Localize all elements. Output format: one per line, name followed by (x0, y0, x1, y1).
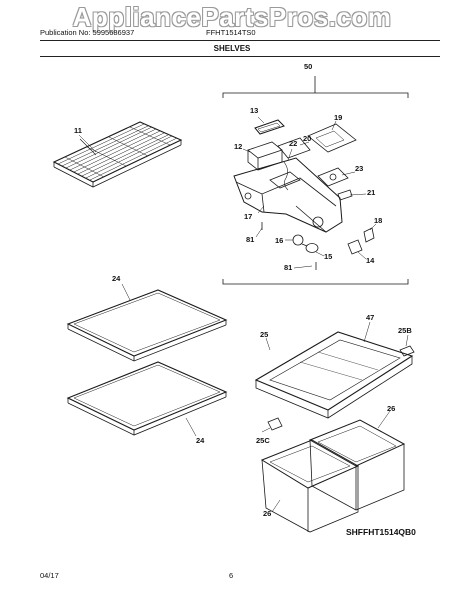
header-rule (40, 40, 440, 41)
callout-81-lower: 81 (284, 263, 293, 272)
callout-50: 50 (304, 62, 313, 71)
callout-19: 19 (334, 113, 343, 122)
callout-21: 21 (367, 188, 376, 197)
wire-shelf-11 (52, 121, 183, 188)
crisper-cover-25 (254, 331, 415, 431)
site-watermark: AppliancePartsPros.com (72, 2, 392, 32)
callout-13: 13 (250, 106, 259, 115)
model-number: FFHT1514TS0 (206, 28, 256, 37)
diagram-code: SHFFHT1514QB0 (346, 527, 416, 537)
section-rule (40, 56, 440, 57)
leader-lines (78, 116, 409, 513)
section-title: SHELVES (213, 44, 251, 53)
callout-26-upper: 26 (387, 404, 396, 413)
page-number: 6 (229, 571, 234, 580)
callout-11: 11 (74, 126, 82, 135)
callout-26-lower: 26 (263, 509, 272, 518)
callout-16: 16 (275, 236, 284, 245)
glass-shelf-24-lower (66, 361, 228, 436)
publication-number: Publication No: 5995686937 (40, 28, 135, 37)
footer-date: 04/17 (40, 571, 59, 580)
callout-25c: 25C (256, 436, 270, 445)
callout-23: 23 (355, 164, 364, 173)
callout-81-upper: 81 (246, 235, 255, 244)
crisper-drawer-26-left (260, 439, 360, 533)
callout-15: 15 (324, 252, 333, 261)
callout-18: 18 (374, 216, 383, 225)
glass-shelf-24-upper (66, 289, 228, 362)
callout-24-upper: 24 (112, 274, 121, 283)
crisper-drawer-26-right (308, 419, 406, 511)
callout-24-lower: 24 (196, 436, 205, 445)
callout-25: 25 (260, 330, 269, 339)
callout-47: 47 (366, 313, 375, 322)
callout-14: 14 (366, 256, 375, 265)
callout-20: 20 (303, 134, 312, 143)
assembly-50-bracket (222, 76, 409, 285)
callout-12: 12 (234, 142, 243, 151)
callout-22: 22 (289, 139, 298, 148)
control-housing-assembly (233, 119, 375, 270)
callout-25b: 25B (398, 326, 412, 335)
callout-17: 17 (244, 212, 253, 221)
